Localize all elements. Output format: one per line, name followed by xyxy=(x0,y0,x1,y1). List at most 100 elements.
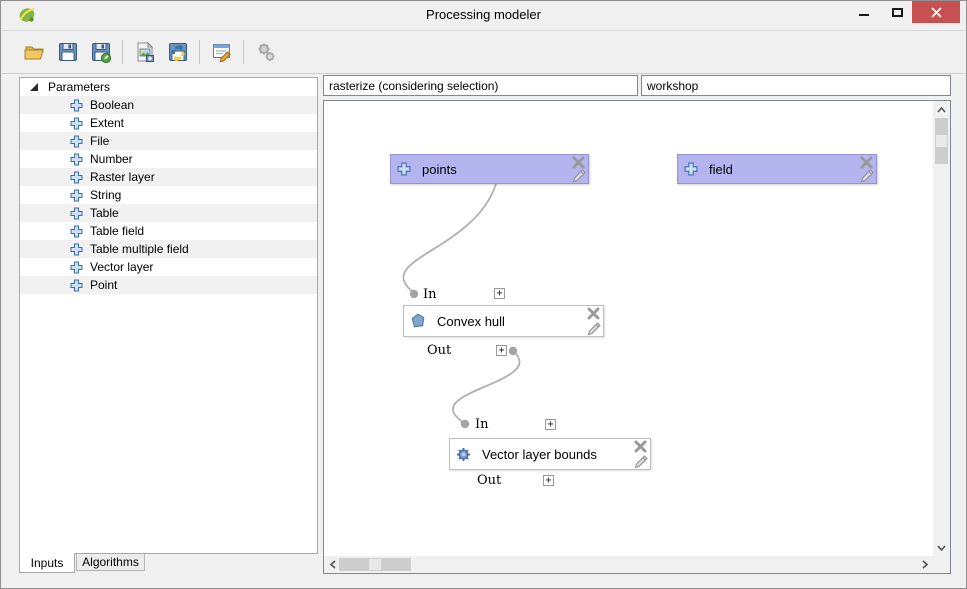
save-icon xyxy=(58,43,77,61)
vertical-scrollbar[interactable] xyxy=(933,101,950,556)
save-as-icon xyxy=(91,43,111,64)
export-image-icon xyxy=(137,41,154,62)
remove-node-icon[interactable] xyxy=(572,156,585,169)
save-model-as-button[interactable] xyxy=(84,37,117,67)
tree-root-label: Parameters xyxy=(48,80,111,94)
qgis-logo-icon xyxy=(19,8,35,22)
save-model-button[interactable] xyxy=(51,37,84,67)
toolbar-separator xyxy=(199,40,200,64)
export-python-icon xyxy=(168,43,187,61)
edit-help-icon xyxy=(212,44,231,63)
minimize-icon xyxy=(859,14,869,16)
export-model-as-image-button[interactable] xyxy=(128,37,161,67)
node-input-points[interactable]: points xyxy=(390,154,589,184)
in-port-dot xyxy=(460,419,470,429)
tree-item-table-field[interactable]: Table field xyxy=(20,222,317,240)
tab-label: Algorithms xyxy=(82,555,139,569)
tree-item-label: File xyxy=(90,134,110,148)
tree-item-label: Raster layer xyxy=(90,170,155,184)
maximize-button[interactable] xyxy=(882,1,912,23)
remove-node-icon[interactable] xyxy=(634,440,647,453)
add-input-icon xyxy=(70,243,83,255)
tree-item-vector-layer[interactable]: Vector layer xyxy=(20,258,317,276)
scroll-left-arrow[interactable] xyxy=(324,556,341,573)
scroll-up-arrow[interactable] xyxy=(933,101,950,118)
tree-item-label: Boolean xyxy=(90,98,135,112)
convex-hull-out-expander[interactable]: + xyxy=(496,345,507,356)
add-input-icon xyxy=(70,279,83,291)
vlb-out-expander[interactable]: + xyxy=(543,475,554,486)
titlebar: Processing modeler xyxy=(1,1,966,29)
node-algorithm-convex-hull[interactable]: Convex hull xyxy=(403,305,604,337)
tree-item-table[interactable]: Table xyxy=(20,204,317,222)
export-model-as-python-button[interactable] xyxy=(161,37,194,67)
tree-item-label: Table multiple field xyxy=(90,242,189,256)
vertical-scroll-thumb[interactable] xyxy=(935,118,948,164)
edit-model-help-button[interactable] xyxy=(205,37,238,67)
scroll-down-arrow[interactable] xyxy=(933,539,950,556)
tree-item-point[interactable]: Point xyxy=(20,276,317,294)
horizontal-scrollbar[interactable] xyxy=(324,556,933,573)
add-input-icon xyxy=(397,162,411,176)
modeler-canvas[interactable]: points field In + Convex hull Out + In +… xyxy=(323,100,951,574)
tree-item-parameters[interactable]: Parameters xyxy=(20,78,317,96)
model-group-input[interactable] xyxy=(641,75,951,96)
edit-node-icon[interactable] xyxy=(572,169,586,183)
tree-item-file[interactable]: File xyxy=(20,132,317,150)
node-label: points xyxy=(422,161,457,177)
tab-inputs[interactable]: Inputs xyxy=(19,553,75,573)
run-model-button[interactable] xyxy=(249,37,282,67)
model-name-input[interactable] xyxy=(323,75,638,96)
add-input-icon xyxy=(70,153,83,165)
node-algorithm-vector-layer-bounds[interactable]: Vector layer bounds xyxy=(449,438,651,470)
in-port-dot xyxy=(409,289,419,299)
vlb-in-expander[interactable]: + xyxy=(545,419,556,430)
tree-item-boolean[interactable]: Boolean xyxy=(20,96,317,114)
node-label: field xyxy=(709,161,733,177)
add-input-icon xyxy=(70,261,83,273)
tree-item-extent[interactable]: Extent xyxy=(20,114,317,132)
add-input-icon xyxy=(70,99,83,111)
tree-item-raster-layer[interactable]: Raster layer xyxy=(20,168,317,186)
node-label: Convex hull xyxy=(437,313,505,329)
tab-algorithms[interactable]: Algorithms xyxy=(76,554,145,571)
edit-node-icon[interactable] xyxy=(860,169,874,183)
minimize-button[interactable] xyxy=(850,1,878,23)
tab-label: Inputs xyxy=(30,555,64,570)
edit-node-icon[interactable] xyxy=(587,322,601,336)
expanded-triangle-icon xyxy=(30,82,38,91)
thumb-grip xyxy=(369,559,381,570)
edit-node-icon[interactable] xyxy=(634,455,648,469)
add-input-icon xyxy=(70,171,83,183)
vlb-out-label: Out xyxy=(477,473,502,488)
add-input-icon xyxy=(684,162,698,176)
convex-hull-icon xyxy=(411,313,425,328)
tree-item-label: String xyxy=(90,188,122,202)
scrollbar-corner xyxy=(933,556,950,573)
tree-item-number[interactable]: Number xyxy=(20,150,317,168)
vlb-in-label: In xyxy=(475,417,489,432)
open-model-button[interactable] xyxy=(18,37,51,67)
tree-item-label: Extent xyxy=(90,116,125,130)
convex-hull-in-expander[interactable]: + xyxy=(494,288,505,299)
close-icon xyxy=(931,7,941,17)
tree-item-label: Vector layer xyxy=(90,260,154,274)
run-gears-icon xyxy=(258,43,274,61)
toolbar-separator xyxy=(243,40,244,64)
algorithm-gear-icon xyxy=(457,447,470,461)
window-title: Processing modeler xyxy=(426,7,541,22)
thumb-grip xyxy=(936,135,947,147)
add-input-icon xyxy=(70,135,83,147)
node-input-field[interactable]: field xyxy=(677,154,877,184)
remove-node-icon[interactable] xyxy=(860,156,873,169)
remove-node-icon[interactable] xyxy=(587,307,600,320)
tree-item-label: Table field xyxy=(90,224,145,238)
tree-item-table-multiple-field[interactable]: Table multiple field xyxy=(20,240,317,258)
scroll-right-arrow[interactable] xyxy=(916,556,933,573)
tree-item-label: Table xyxy=(90,206,119,220)
horizontal-scroll-thumb[interactable] xyxy=(339,558,411,571)
convex-hull-out-label: Out xyxy=(427,343,452,358)
tree-item-string[interactable]: String xyxy=(20,186,317,204)
close-button[interactable] xyxy=(912,1,960,23)
